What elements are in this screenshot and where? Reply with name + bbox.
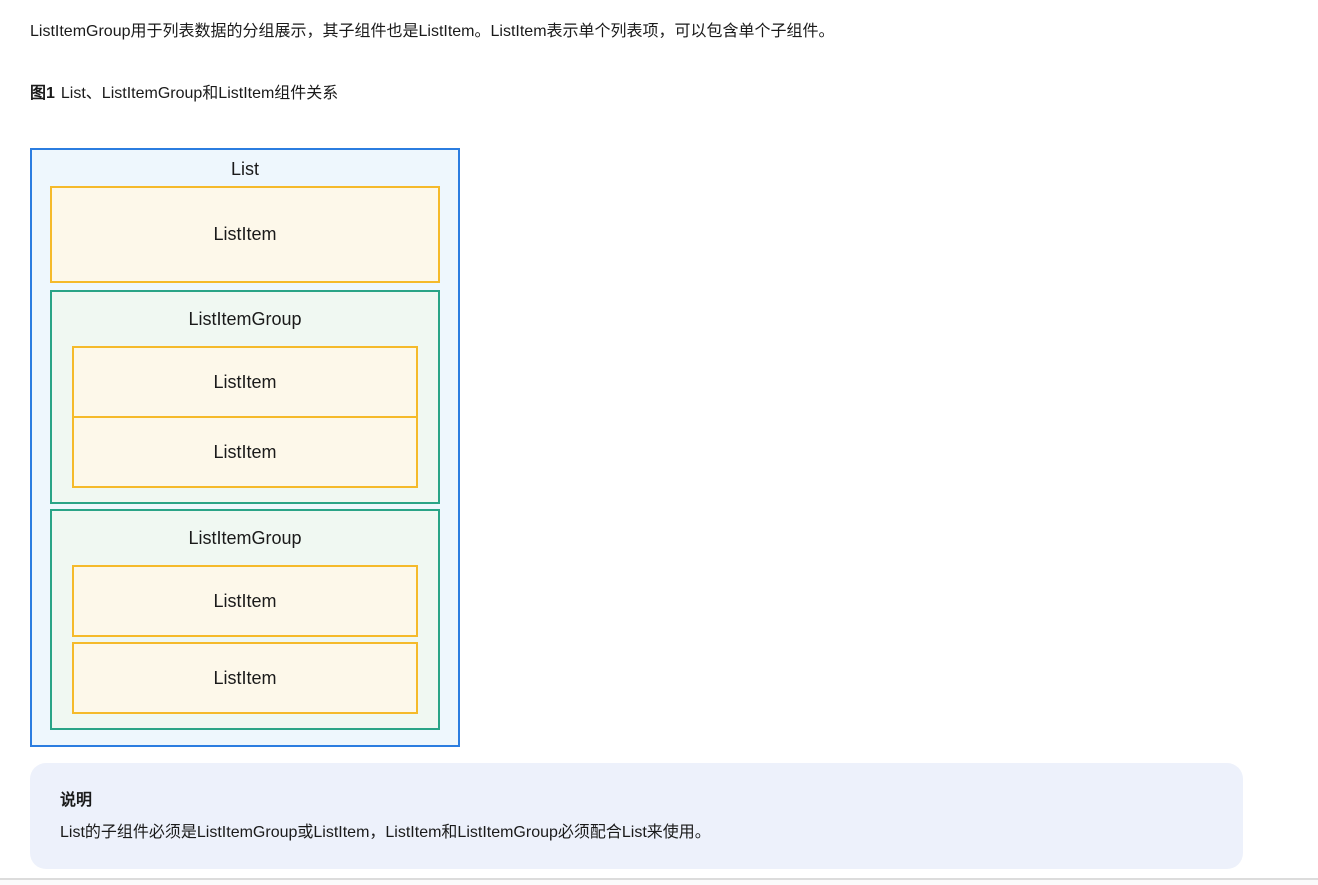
diagram-group1-listitem-2: ListItem [72,416,418,488]
diagram-group2-listitem-1: ListItem [72,565,418,637]
intro-paragraph: ListItemGroup用于列表数据的分组展示，其子组件也是ListItem。… [30,23,835,40]
figure-caption: 图1 List、ListItemGroup和ListItem组件关系 [30,83,1288,104]
diagram-list-container: List ListItem ListItemGroup ListItem Lis… [30,148,460,747]
figure-label: 图1 [30,85,55,102]
diagram-group1-listitem-1: ListItem [72,346,418,418]
diagram-listitemgroup-1: ListItemGroup ListItem ListItem [50,290,440,504]
bottom-divider [0,878,1318,885]
note-body: List的子组件必须是ListItemGroup或ListItem，ListIt… [60,824,711,841]
figure-title: List、ListItemGroup和ListItem组件关系 [60,85,339,102]
diagram-listitemgroup-2: ListItemGroup ListItem ListItem [50,509,440,730]
diagram-listitemgroup-2-label: ListItemGroup [188,527,302,548]
note-title: 说明 [60,792,93,809]
diagram-group2-listitem-2: ListItem [72,642,418,714]
diagram-listitemgroup-1-label: ListItemGroup [188,308,302,329]
note-box: 说明 List的子组件必须是ListItemGroup或ListItem，Lis… [30,763,1243,869]
diagram-list-label: List [230,159,259,179]
diagram-listitem-direct: ListItem [50,186,440,283]
